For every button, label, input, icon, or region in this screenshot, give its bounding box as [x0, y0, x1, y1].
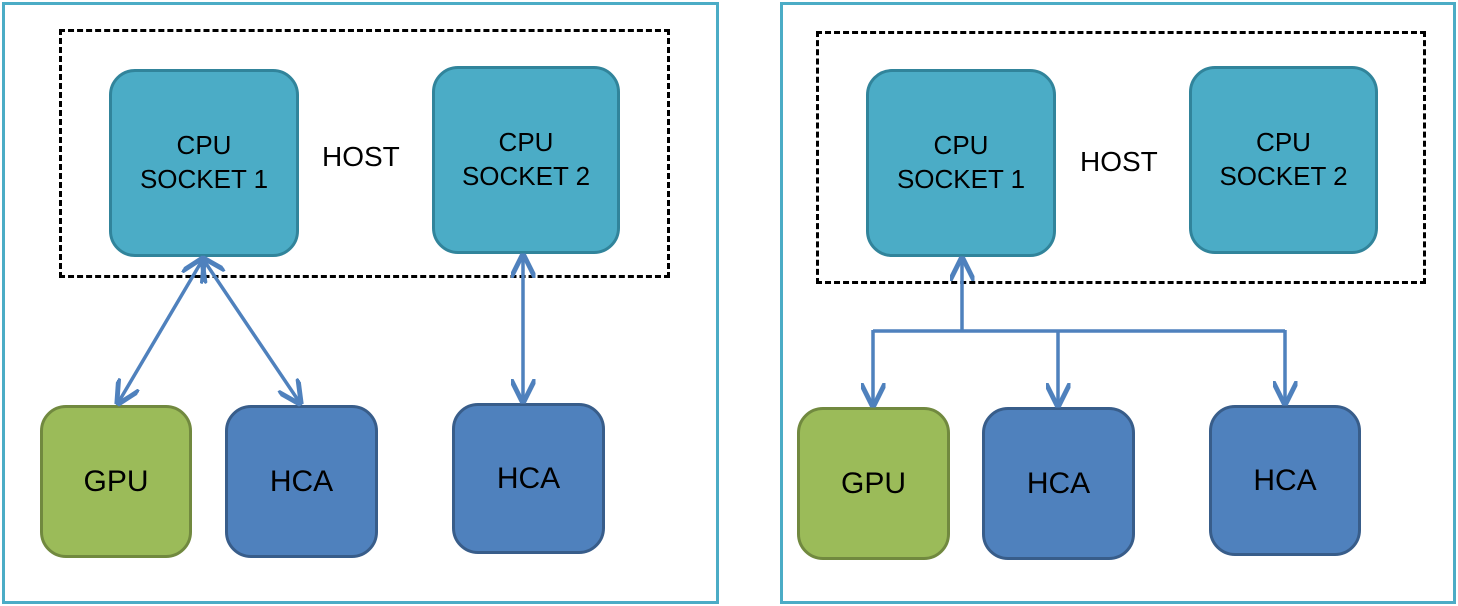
left-cpu-socket-2: CPU SOCKET 2 [432, 66, 620, 254]
cpu-line2: SOCKET 1 [139, 164, 269, 194]
left-hca-2: HCA [452, 403, 605, 554]
left-host-boundary [59, 29, 670, 278]
right-hca-2: HCA [1209, 405, 1361, 556]
gpu-label: GPU [840, 467, 906, 500]
right-host-label: HOST [1080, 146, 1158, 177]
right-cpu-socket-1: CPU SOCKET 1 [866, 69, 1056, 257]
right-hca-1: HCA [982, 407, 1135, 560]
hca-label: HCA [1026, 467, 1091, 500]
cpu-line2: SOCKET 1 [896, 164, 1026, 194]
cpu-line1: CPU [498, 127, 554, 158]
right-cpu-socket-2: CPU SOCKET 2 [1189, 66, 1378, 254]
gpu-label: GPU [83, 465, 149, 498]
left-gpu: GPU [40, 405, 192, 558]
hca-label: HCA [496, 462, 561, 495]
left-host-label: HOST [322, 141, 400, 172]
cpu-line1: CPU [933, 130, 989, 161]
right-host-boundary [816, 31, 1426, 284]
cpu-line1: CPU [1256, 127, 1311, 158]
hca-label: HCA [269, 465, 334, 498]
right-gpu: GPU [797, 407, 950, 560]
cpu-line2: SOCKET 2 [1219, 161, 1348, 191]
left-hca-1: HCA [225, 405, 378, 558]
hca-label: HCA [1253, 464, 1317, 497]
left-cpu-socket-1: CPU SOCKET 1 [109, 69, 299, 257]
cpu-line2: SOCKET 2 [461, 161, 591, 191]
cpu-line1: CPU [176, 130, 232, 161]
